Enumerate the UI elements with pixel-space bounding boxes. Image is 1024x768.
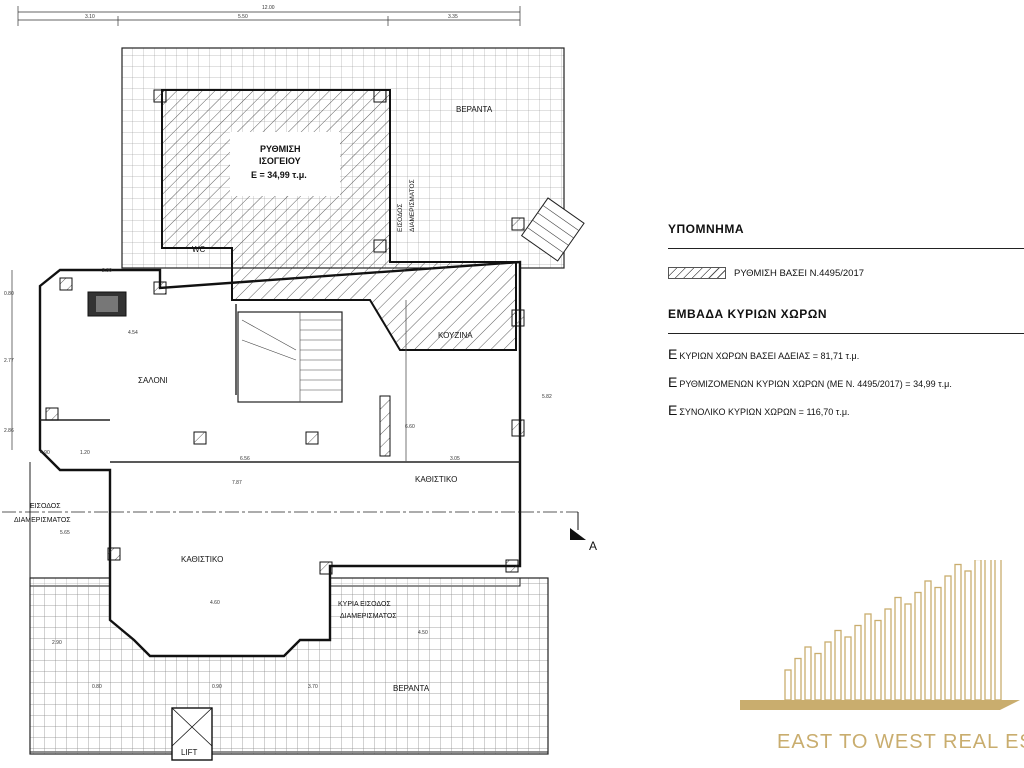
logo-bar-icon: [894, 596, 902, 701]
label-ground-area: Ε = 34,99 τ.μ.: [251, 170, 307, 180]
dim-top-total: 12.00: [262, 5, 275, 11]
logo-bar-icon: [814, 652, 822, 701]
dim-inner-label: 5.82: [542, 394, 552, 400]
label-kathistiko-right: ΚΑΘΙΣΤΙΚΟ: [415, 475, 457, 484]
dim-top-3: 3.35: [448, 14, 458, 20]
logo-bar-icon: [934, 586, 942, 701]
label-lift: LIFT: [181, 748, 198, 757]
dim-inner-label: 3.05: [450, 456, 460, 462]
logo-bar-icon: [874, 619, 882, 701]
area-row-initial: Ε: [668, 346, 678, 362]
label-entrance-vertical-1: ΕΙΣΟΔΟΣ: [397, 204, 404, 232]
logo-bar-icon: [854, 624, 862, 701]
dim-inner-label: 4.90: [40, 450, 50, 456]
dim-inner-label: 4.54: [128, 330, 138, 336]
area-row-initial: Ε: [668, 402, 678, 418]
logo-bar-icon: [844, 636, 852, 701]
logo-bar-icon: [804, 646, 812, 701]
logo-bar-icon: [864, 613, 872, 701]
label-wc: WC: [192, 245, 206, 254]
logo-bar-icon: [924, 580, 932, 701]
dim-inner-label: 4.50: [418, 630, 428, 636]
logo-bar-icon: [794, 657, 802, 701]
area-row-text: ΡΥΘΜΙΖΟΜΕΝΩΝ ΚΥΡΙΩΝ ΧΩΡΩΝ (ΜΕ Ν. 4495/20…: [679, 379, 952, 389]
label-entrance-left-1: ΕΙΣΟΔΟΣ: [30, 503, 61, 510]
logo-bar-icon: [884, 608, 892, 701]
label-saloni: ΣΑΛΟΝΙ: [138, 376, 168, 385]
logo-bar-icon: [964, 570, 972, 701]
logo-base-icon: [740, 700, 1020, 710]
label-main-entrance-2: ΔΙΑΜΕΡΙΣΜΑΤΟΣ: [340, 613, 397, 620]
staircase: [237, 311, 343, 403]
dim-side-1: 0.80: [4, 291, 14, 297]
dim-inner-label: 5.65: [60, 530, 70, 536]
dim-inner-label: 6.56: [240, 456, 250, 462]
hatch-swatch-icon: [668, 267, 726, 279]
lift-box: [171, 707, 213, 761]
columns: [45, 89, 525, 575]
legend-divider: [668, 248, 1024, 249]
label-veranda-bottom: ΒΕΡΑΝΤΑ: [393, 684, 430, 693]
logo-bar-icon: [904, 603, 912, 701]
dim-side-2: 2.77: [4, 358, 14, 364]
dim-inner-label: 0.80: [92, 684, 102, 690]
area-row-text: ΚΥΡΙΩΝ ΧΩΡΩΝ ΒΑΣΕΙ ΑΔΕΙΑΣ = 81,71 τ.μ.: [679, 351, 860, 361]
dim-inner-label: 3.70: [308, 684, 318, 690]
logo-text: EAST TO WEST REAL ESTATE: [777, 731, 1024, 753]
regulated-label-bg: [230, 132, 340, 196]
logo-bar-icon: [974, 560, 982, 701]
logo-bar-icon: [994, 560, 1002, 701]
dim-inner-label: 7.87: [232, 480, 242, 486]
label-main-entrance-1: ΚΥΡΙΑ ΕΙΣΟΔΟΣ: [338, 601, 391, 608]
logo-bar-icon: [914, 591, 922, 701]
label-ground-title-1: ΡΥΘΜΙΣΗ: [260, 144, 301, 154]
label-entrance-vertical-2: ΔΙΑΜΕΡΙΣΜΑΤΟΣ: [409, 179, 416, 232]
legend-panel: ΥΠΟΜΝΗΜΑ ΡΥΘΜΙΣΗ ΒΑΣΕΙ Ν.4495/2017 ΕΜΒΑΔ…: [668, 222, 1024, 430]
logo-bar-icon: [824, 641, 832, 701]
dim-inner-label: 2.30: [102, 268, 112, 274]
side-stair: [520, 197, 585, 262]
area-row-initial: Ε: [668, 374, 678, 390]
east-to-west-logo: EAST TO WEST REAL ESTATE: [740, 560, 1024, 753]
logo-bar-icon: [834, 629, 842, 701]
dim-top-1: 3.10: [85, 14, 95, 20]
label-kathistiko-left: ΚΑΘΙΣΤΙΚΟ: [181, 555, 223, 564]
dim-inner-label: 4.60: [210, 600, 220, 606]
dim-top-2: 5.50: [238, 14, 248, 20]
label-kouzina: ΚΟΥΖΙΝΑ: [438, 331, 473, 340]
legend-hatch-label: ΡΥΘΜΙΣΗ ΒΑΣΕΙ Ν.4495/2017: [734, 267, 865, 279]
dim-inner-label: 0.90: [212, 684, 222, 690]
label-entrance-left-2: ΔΙΑΜΕΡΙΣΜΑΤΟΣ: [14, 517, 71, 524]
dim-inner-label: 6.60: [405, 424, 415, 430]
legend-title: ΥΠΟΜΝΗΜΑ: [668, 222, 744, 236]
logo-bar-icon: [784, 669, 792, 701]
label-ground-title-2: ΙΣΟΓΕΙΟΥ: [259, 156, 301, 166]
logo-bar-icon: [954, 563, 962, 701]
areas-title: ΕΜΒΑΔΑ ΚΥΡΙΩΝ ΧΩΡΩΝ: [668, 307, 828, 321]
label-section-mark: A: [589, 539, 597, 553]
legend-hatch-row: ΡΥΘΜΙΣΗ ΒΑΣΕΙ Ν.4495/2017: [668, 267, 1024, 279]
dim-side-3: 2.86: [4, 428, 14, 434]
label-veranda-top: ΒΕΡΑΝΤΑ: [456, 105, 493, 114]
section-arrow: [570, 528, 586, 540]
area-row-text: ΣΥΝΟΛΙΚΟ ΚΥΡΙΩΝ ΧΩΡΩΝ = 116,70 τ.μ.: [679, 407, 850, 417]
dim-inner-label: 1.20: [80, 450, 90, 456]
dim-inner-label: 2.90: [52, 640, 62, 646]
areas-divider: [668, 333, 1024, 334]
logo-bar-icon: [984, 560, 992, 701]
logo-bar-icon: [944, 575, 952, 701]
